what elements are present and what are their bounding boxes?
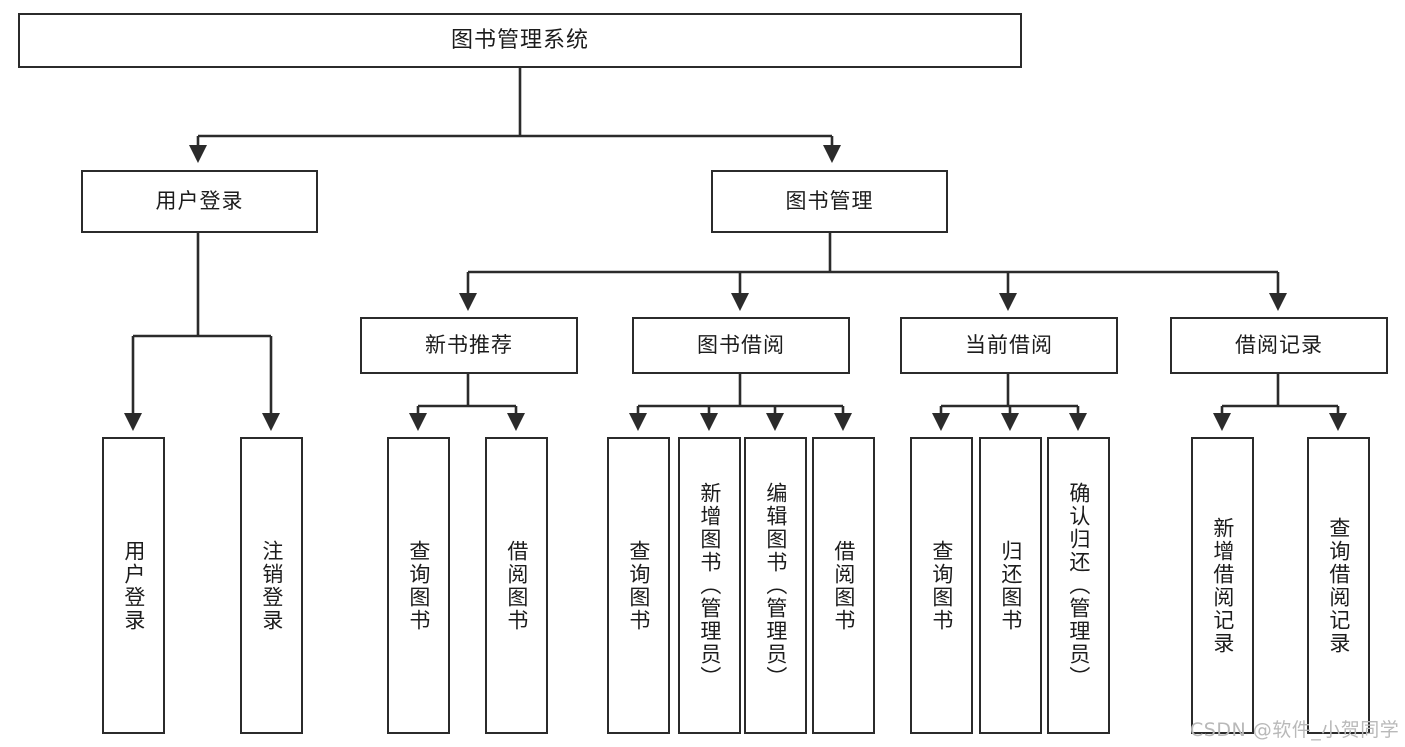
node-book-manage[interactable]: 图书管理 <box>711 170 948 233</box>
watermark-text: CSDN @软件_小贺同学 <box>1190 719 1400 741</box>
leaf-add-record[interactable]: 新增借阅记录 <box>1191 437 1254 734</box>
node-user-login[interactable]: 用户登录 <box>81 170 318 233</box>
node-root[interactable]: 图书管理系统 <box>18 13 1022 68</box>
leaf-add-book[interactable]: 新增图书（管理员） <box>678 437 741 734</box>
leaf-query-book-3[interactable]: 查询图书 <box>910 437 973 734</box>
leaf-confirm-return[interactable]: 确认归还（管理员） <box>1047 437 1110 734</box>
leaf-logout[interactable]: 注销登录 <box>240 437 303 734</box>
leaf-query-book-2[interactable]: 查询图书 <box>607 437 670 734</box>
leaf-edit-book[interactable]: 编辑图书（管理员） <box>744 437 807 734</box>
leaf-user-login[interactable]: 用户登录 <box>102 437 165 734</box>
leaf-query-book-1[interactable]: 查询图书 <box>387 437 450 734</box>
node-book-borrow[interactable]: 图书借阅 <box>632 317 850 374</box>
leaf-borrow-book-1[interactable]: 借阅图书 <box>485 437 548 734</box>
node-new-book-recommend[interactable]: 新书推荐 <box>360 317 578 374</box>
node-borrow-record[interactable]: 借阅记录 <box>1170 317 1388 374</box>
node-current-borrow[interactable]: 当前借阅 <box>900 317 1118 374</box>
leaf-borrow-book-2[interactable]: 借阅图书 <box>812 437 875 734</box>
leaf-return-book[interactable]: 归还图书 <box>979 437 1042 734</box>
leaf-query-record[interactable]: 查询借阅记录 <box>1307 437 1370 734</box>
